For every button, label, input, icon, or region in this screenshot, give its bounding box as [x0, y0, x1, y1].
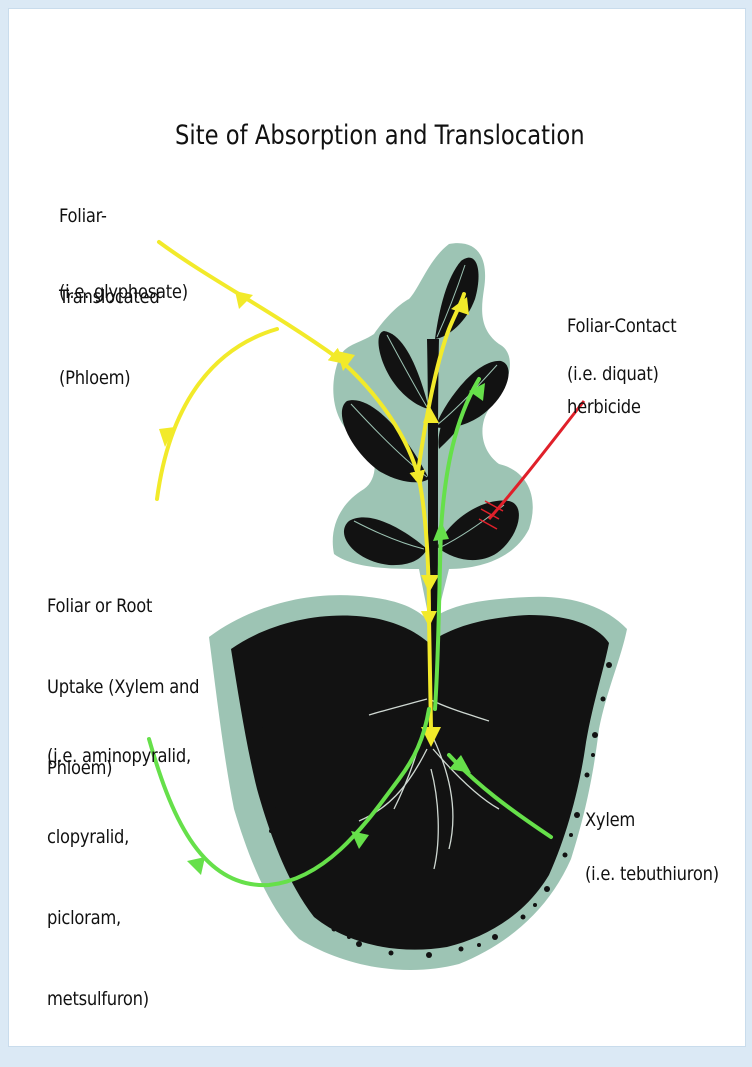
slide: Site of Absorption and Translocation Fol… — [8, 8, 746, 1047]
example-line: picloram, — [47, 905, 191, 932]
example-line: metsulfuron) — [47, 986, 191, 1013]
label-line: Foliar or Root — [47, 593, 199, 620]
label-line: herbicide — [567, 394, 676, 421]
label-line: (Phloem) — [59, 365, 159, 392]
example-diquat: (i.e. diquat) — [567, 361, 659, 388]
example-line: clopyralid, — [47, 824, 191, 851]
diagram-title: Site of Absorption and Translocation — [175, 117, 585, 155]
label-xylem: Xylem — [585, 807, 635, 834]
examples-foliar-or-root: (i.e. aminopyralid, clopyralid, picloram… — [47, 689, 191, 1067]
example-glyphosate: (i.e. glyphosate) — [59, 279, 188, 306]
example-line: (i.e. aminopyralid, — [47, 743, 191, 770]
label-line: Foliar-Contact — [567, 313, 676, 340]
example-tebuthiuron: (i.e. tebuthiuron) — [585, 861, 719, 888]
label-line: Foliar- — [59, 203, 159, 230]
